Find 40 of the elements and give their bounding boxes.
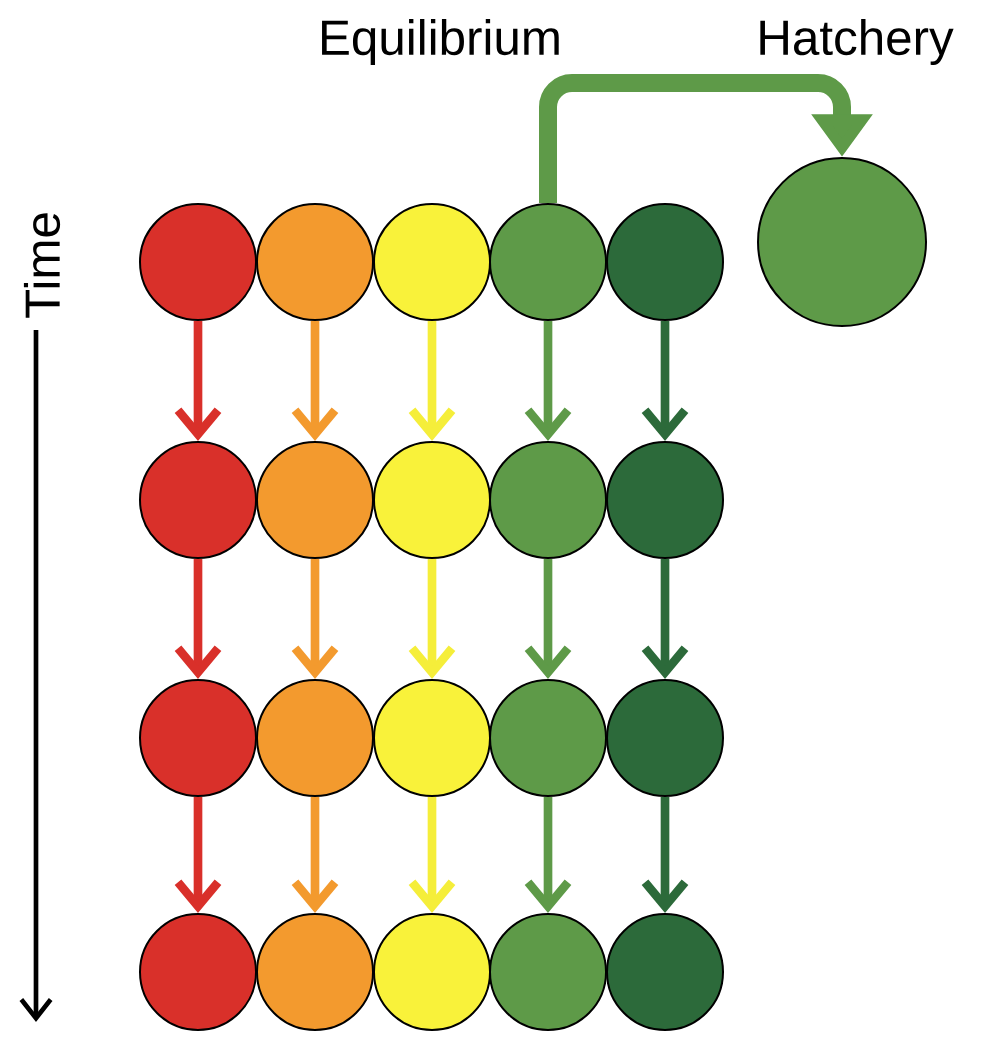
circle	[139, 913, 257, 1031]
arrow	[408, 321, 456, 441]
circle	[256, 679, 374, 797]
circle	[373, 441, 491, 559]
label: Hatchery	[760, 19, 954, 65]
arrow	[641, 321, 689, 441]
arrow	[524, 559, 572, 679]
circle	[757, 157, 927, 327]
circle	[139, 441, 257, 559]
arrow	[174, 559, 222, 679]
arrow	[174, 321, 222, 441]
arrow	[408, 559, 456, 679]
arrow	[291, 559, 339, 679]
arrow	[641, 797, 689, 913]
label: Time	[23, 213, 61, 318]
circle	[489, 203, 607, 321]
circle	[373, 203, 491, 321]
circle	[256, 913, 374, 1031]
circle	[373, 679, 491, 797]
circle	[139, 203, 257, 321]
arrow	[524, 321, 572, 441]
circle	[606, 913, 724, 1031]
arrow	[291, 797, 339, 913]
arrow	[524, 797, 572, 913]
circle	[489, 441, 607, 559]
arrow	[641, 559, 689, 679]
arrow	[174, 797, 222, 913]
circle	[489, 913, 607, 1031]
circle	[606, 679, 724, 797]
label: Equilibrium	[322, 19, 559, 65]
circle	[489, 679, 607, 797]
circle	[606, 203, 724, 321]
circle	[606, 441, 724, 559]
circle	[256, 203, 374, 321]
arrow	[291, 321, 339, 441]
circle	[256, 441, 374, 559]
circle	[373, 913, 491, 1031]
circle	[139, 679, 257, 797]
arrow	[408, 797, 456, 913]
arrow	[539, 74, 873, 203]
